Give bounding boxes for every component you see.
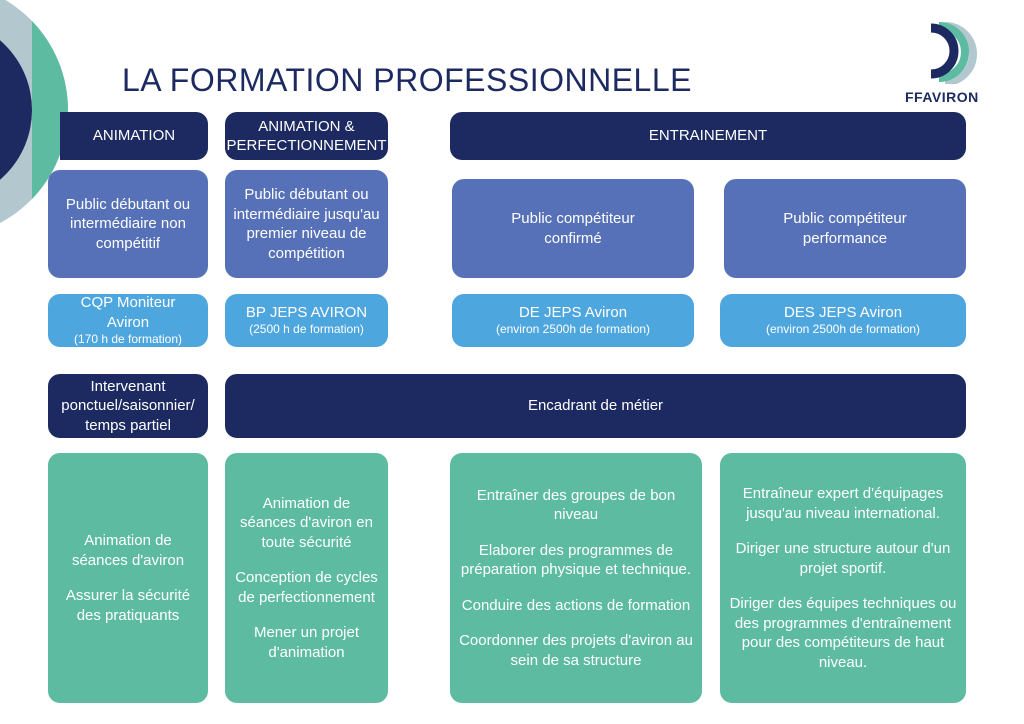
diploma-hours: (environ 2500h de formation) bbox=[495, 322, 651, 337]
ffaviron-logo: FFAVIRON bbox=[905, 14, 1015, 105]
header-animation-perfectionnement: ANIMATION & PERFECTIONNEMENT bbox=[225, 112, 388, 160]
mission-item: Mener un projet d'animation bbox=[253, 624, 360, 661]
public-box: Public débutant ou intermédiaire non com… bbox=[48, 170, 208, 278]
diploma-dejeps: DE JEPS Aviron(environ 2500h de formatio… bbox=[452, 294, 694, 347]
diploma-name: DES JEPS Aviron bbox=[783, 303, 903, 321]
missions-box: Animation de séances d'aviron en toute s… bbox=[225, 453, 388, 703]
public-box: Public compétiteur performance bbox=[724, 179, 966, 278]
diploma-bpjeps: BP JEPS AVIRON(2500 h de formation) bbox=[225, 294, 388, 347]
logo-mark-icon bbox=[930, 22, 977, 86]
diploma-name: BP JEPS AVIRON bbox=[245, 303, 368, 321]
mission-item: Assurer la sécurité des pratiquants bbox=[65, 587, 191, 624]
diploma-desjeps: DES JEPS Aviron(environ 2500h de formati… bbox=[720, 294, 966, 347]
diploma-cqp: CQP Moniteur Aviron(170 h de formation) bbox=[48, 294, 208, 347]
missions-box: Entraîner des groupes de bon niveau Elab… bbox=[450, 453, 702, 703]
header-animation: ANIMATION bbox=[60, 112, 208, 160]
diploma-name: CQP Moniteur Aviron bbox=[80, 294, 176, 331]
mission-item: Diriger des équipes techniques ou des pr… bbox=[729, 595, 957, 671]
diploma-hours: (environ 2500h de formation) bbox=[765, 322, 921, 337]
mission-item: Animation de séances d'aviron bbox=[71, 532, 185, 569]
role-encadrant: Encadrant de métier bbox=[225, 374, 966, 438]
missions-box: Animation de séances d'aviron Assurer la… bbox=[48, 453, 208, 703]
public-box: Public débutant ou intermédiaire jusqu'a… bbox=[225, 170, 388, 278]
diploma-name: DE JEPS Aviron bbox=[518, 303, 628, 321]
logo-text: FFAVIRON bbox=[905, 89, 979, 105]
mission-item: Conduire des actions de formation bbox=[461, 596, 691, 614]
mission-item: Coordonner des projets d'aviron au sein … bbox=[459, 632, 693, 669]
mission-item: Entraîner des groupes de bon niveau bbox=[476, 486, 676, 524]
mission-item: Elaborer des programmes de préparation p… bbox=[460, 541, 692, 579]
diploma-hours: (2500 h de formation) bbox=[249, 322, 364, 337]
missions-box: Entraîneur expert d'équipages jusqu'au n… bbox=[720, 453, 966, 703]
mission-item: Conception de cycles de perfectionnement bbox=[235, 569, 378, 606]
page-title: LA FORMATION PROFESSIONNELLE bbox=[122, 62, 692, 98]
mission-item: Diriger une structure autour d'un projet… bbox=[735, 540, 951, 577]
public-box: Public compétiteur confirmé bbox=[452, 179, 694, 278]
role-intervenant: Intervenant ponctuel/saisonnier/ temps p… bbox=[48, 374, 208, 438]
mission-item: Animation de séances d'aviron en toute s… bbox=[240, 494, 373, 551]
header-entrainement: ENTRAINEMENT bbox=[450, 112, 966, 160]
mission-item: Entraîneur expert d'équipages jusqu'au n… bbox=[742, 485, 944, 522]
diploma-hours: (170 h de formation) bbox=[73, 332, 183, 347]
